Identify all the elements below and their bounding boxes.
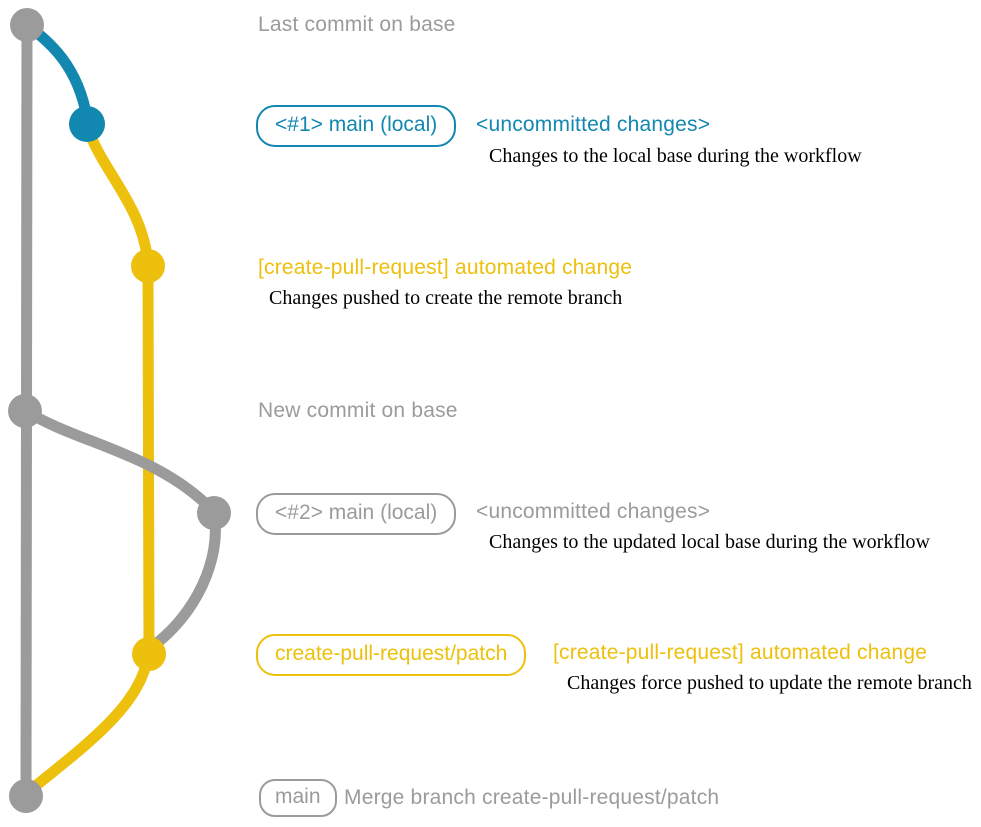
branch-badge-patch: create-pull-request/patch bbox=[256, 634, 527, 676]
edge-base-to-local-main-2 bbox=[20, 405, 211, 509]
commit-title-automated-1: [create-pull-request] automated change bbox=[258, 256, 633, 279]
edge-patch-to-merge bbox=[22, 650, 154, 798]
commit-node-local-main-2 bbox=[197, 496, 231, 530]
branch-badge-main: main bbox=[259, 779, 337, 817]
commit-node-new-base bbox=[8, 394, 42, 428]
commit-node-automated-2 bbox=[132, 637, 166, 671]
edge-local-main-1-to-patch bbox=[81, 120, 154, 270]
commit-caption-automated-2: Changes force pushed to update the remot… bbox=[567, 672, 972, 694]
commit-node-local-main-1 bbox=[69, 106, 105, 142]
commit-caption-automated-1: Changes pushed to create the remote bran… bbox=[269, 287, 623, 309]
commit-node-automated-1 bbox=[131, 249, 165, 283]
edge-local-main-2-to-patch bbox=[147, 507, 221, 652]
label-new-commit-on-base: New commit on base bbox=[258, 399, 458, 422]
label-merge-message: Merge branch create-pull-request/patch bbox=[344, 786, 720, 809]
commit-caption-uncommitted-2: Changes to the updated local base during… bbox=[489, 531, 930, 553]
commit-title-uncommitted-1: <uncommitted changes> bbox=[476, 113, 711, 136]
commit-caption-uncommitted-1: Changes to the local base during the wor… bbox=[489, 145, 862, 167]
commit-graph bbox=[8, 8, 231, 813]
commit-node-last-base bbox=[10, 8, 44, 42]
label-last-commit-on-base: Last commit on base bbox=[258, 13, 456, 36]
commit-title-uncommitted-2: <uncommitted changes> bbox=[476, 500, 711, 523]
branch-badge-main-local-2: <#2> main (local) bbox=[256, 493, 457, 535]
branch-badge-main-local-1: <#1> main (local) bbox=[256, 105, 457, 147]
commit-title-automated-2: [create-pull-request] automated change bbox=[553, 641, 928, 664]
commit-node-merge bbox=[9, 779, 43, 813]
